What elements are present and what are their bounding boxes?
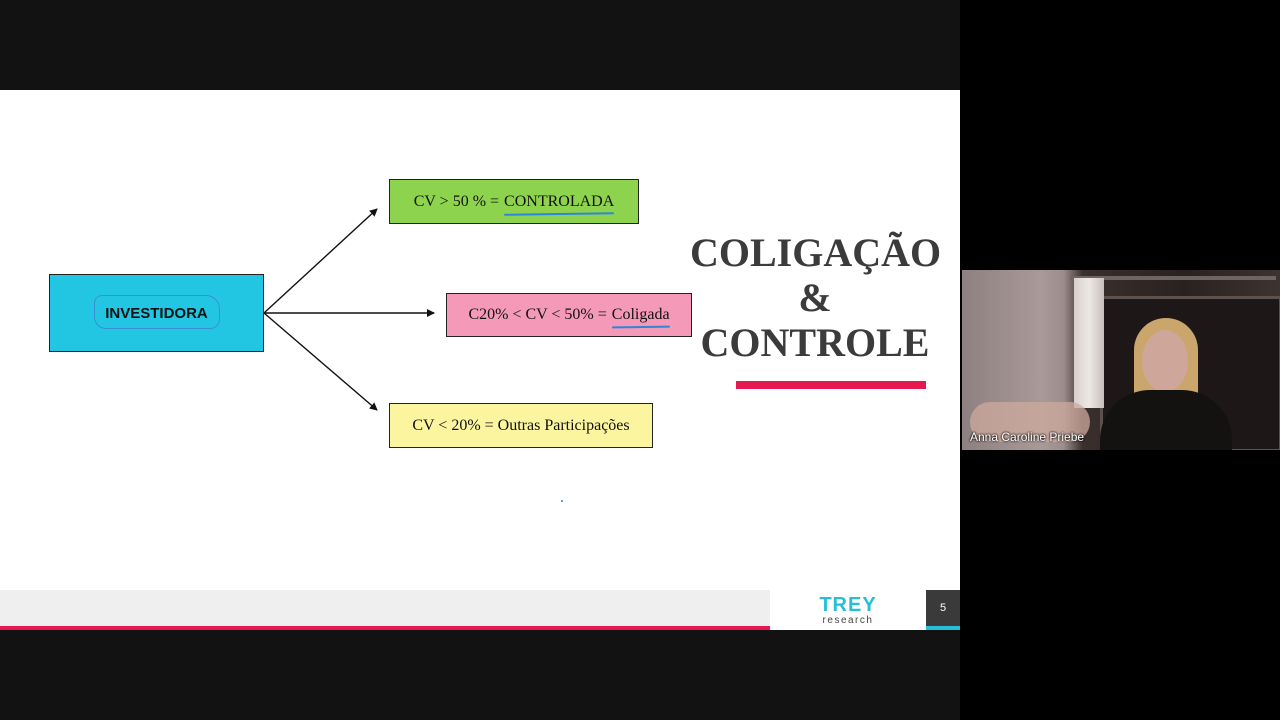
controlada-box: CV > 50 % = CONTROLADA: [389, 179, 639, 224]
investidora-label: INVESTIDORA: [105, 304, 208, 322]
presentation-stage: INVESTIDORA CV > 50 % = CONTROLADA C20% …: [0, 0, 960, 720]
coligada-keyword: Coligada: [611, 306, 670, 323]
controlada-keyword: CONTROLADA: [504, 192, 615, 210]
diagram-arrows: [263, 208, 435, 411]
slide-title: COLIGAÇÃO & CONTROLE: [690, 230, 942, 365]
outras-label: CV < 20% = Outras Participações: [412, 416, 630, 434]
participant-body: [1100, 390, 1232, 450]
trey-research-logo: TREY research: [770, 590, 926, 630]
video-background-curtain-rod: [1070, 276, 1276, 280]
logo-subtitle: research: [822, 614, 874, 626]
footer-teal-line: [926, 626, 960, 630]
outras-participacoes-box: CV < 20% = Outras Participações: [389, 403, 653, 448]
video-background-curtain: [1074, 278, 1104, 408]
logo-wordmark: TREY: [819, 593, 877, 616]
title-line-2: &: [798, 275, 832, 320]
coligada-condition: C20% < CV < 50% =: [468, 306, 607, 323]
title-accent-bar: [736, 381, 926, 389]
coligada-box: C20% < CV < 50% = Coligada: [446, 293, 692, 337]
controlada-condition: CV > 50 % =: [413, 192, 500, 210]
footer-accent-line: [0, 626, 770, 630]
investidora-box: INVESTIDORA: [49, 274, 264, 352]
participant-name-label: Anna Caroline Priebe: [970, 430, 1085, 444]
title-line-3: CONTROLE: [700, 320, 930, 365]
pointer-dot: [561, 500, 563, 502]
participant-face: [1142, 330, 1188, 392]
title-line-1: COLIGAÇÃO: [690, 230, 942, 275]
arrow-to-outras: [263, 312, 378, 411]
participant-video-tile[interactable]: Anna Caroline Priebe: [962, 270, 1280, 450]
slide: INVESTIDORA CV > 50 % = CONTROLADA C20% …: [0, 90, 960, 630]
pen-annotation-circle: [94, 295, 220, 329]
slide-page-number: 5: [926, 590, 960, 626]
arrow-to-controlada: [263, 208, 378, 314]
participant-arm: [970, 402, 1090, 442]
